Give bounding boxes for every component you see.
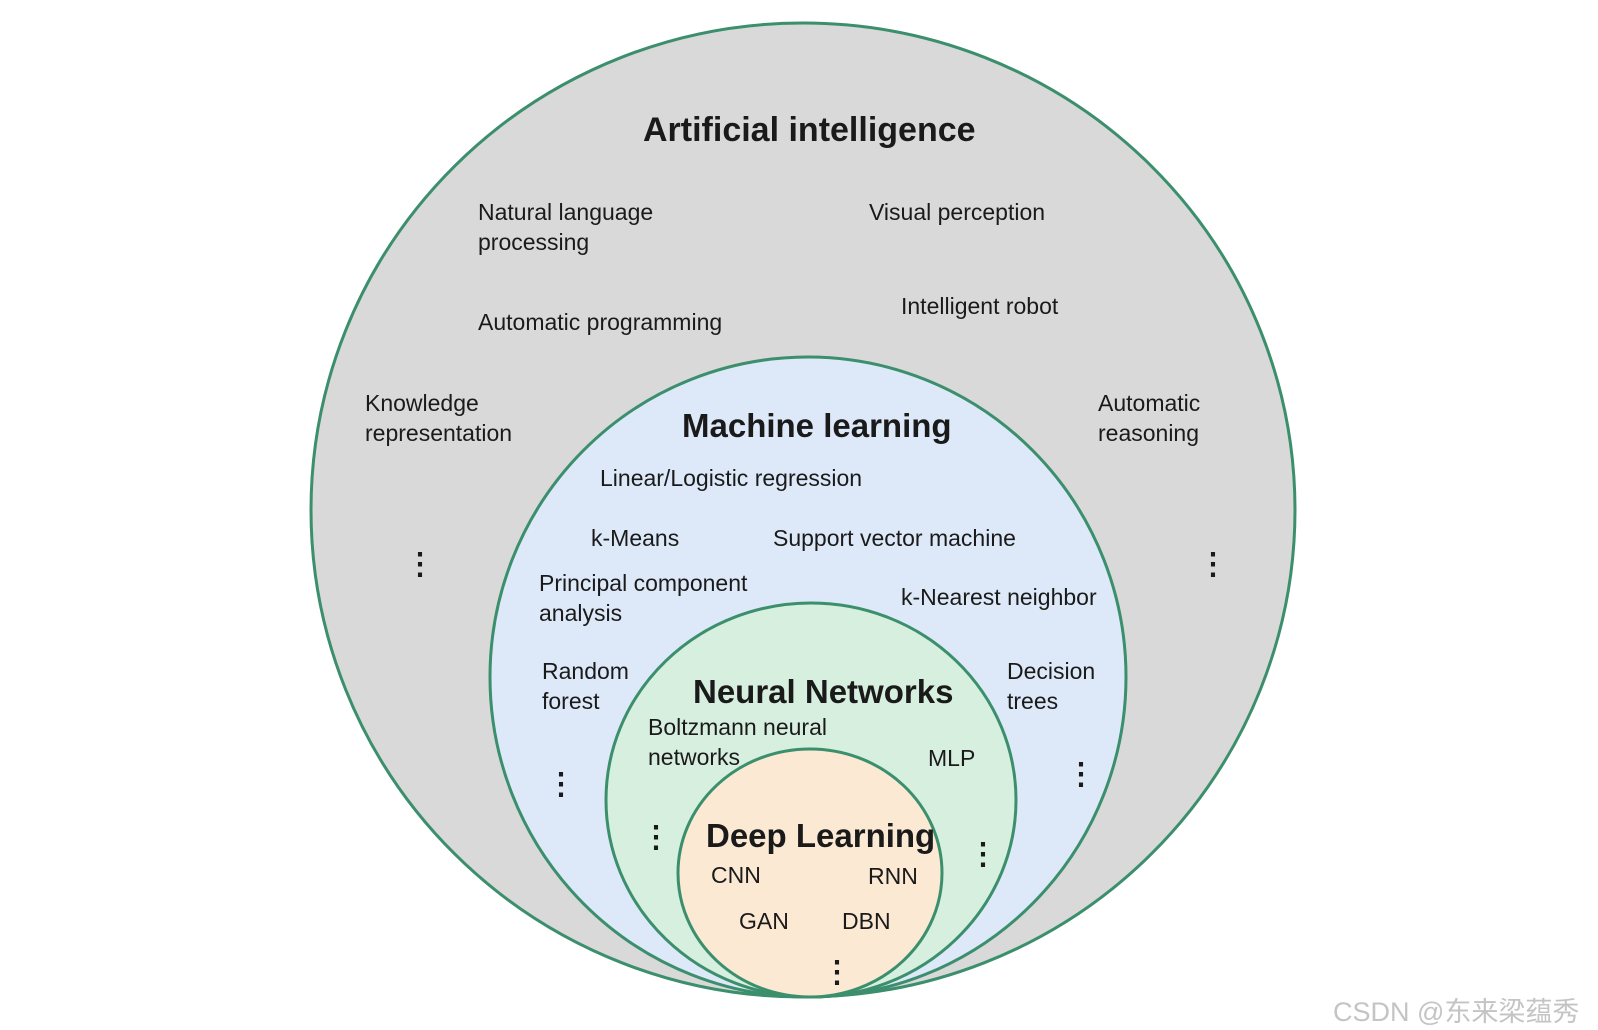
label-random-forest: Random forest: [542, 658, 629, 714]
label-linear-logistic: Linear/Logistic regression: [600, 465, 863, 491]
label-dbn: DBN: [842, 908, 891, 934]
label-intelligent-robot: Intelligent robot: [901, 293, 1059, 319]
dl-title: Deep Learning: [706, 817, 936, 854]
label-knowledge-representation: Knowledge representation: [365, 390, 513, 446]
ai-title: Artificial intelligence: [643, 111, 976, 149]
label-cnn: CNN: [711, 862, 761, 888]
label-boltzmann: Boltzmann neural networks: [648, 714, 827, 770]
dl-circle: [676, 747, 944, 999]
label-k-means: k-Means: [591, 525, 680, 551]
label-visual-perception: Visual perception: [869, 199, 1046, 225]
dl-ellipsis: ⋮: [822, 956, 852, 989]
label-gan: GAN: [739, 908, 789, 934]
label-rnn: RNN: [868, 863, 918, 889]
label-pca: Principal component analysis: [539, 570, 748, 626]
ai-left-ellipsis: ⋮: [405, 548, 435, 581]
label-mlp: MLP: [928, 745, 976, 771]
ml-left-ellipsis: ⋮: [546, 768, 576, 801]
label-svm: Support vector machine: [773, 525, 1016, 551]
nn-title: Neural Networks: [693, 673, 954, 710]
label-nlp: Natural language processing: [478, 199, 654, 255]
label-knn: k-Nearest neighbor: [901, 584, 1097, 610]
nn-left-ellipsis: ⋮: [641, 821, 671, 854]
ml-right-ellipsis: ⋮: [1066, 758, 1096, 791]
label-automatic-reasoning: Automatic reasoning: [1098, 390, 1201, 446]
label-decision-trees: Decision trees: [1007, 658, 1096, 714]
ml-title: Machine learning: [682, 407, 952, 444]
nn-right-ellipsis: ⋮: [968, 838, 998, 871]
label-automatic-programming: Automatic programming: [478, 309, 723, 335]
ai-right-ellipsis: ⋮: [1198, 548, 1228, 581]
watermark: CSDN @东来梁蕴秀: [1333, 997, 1580, 1027]
